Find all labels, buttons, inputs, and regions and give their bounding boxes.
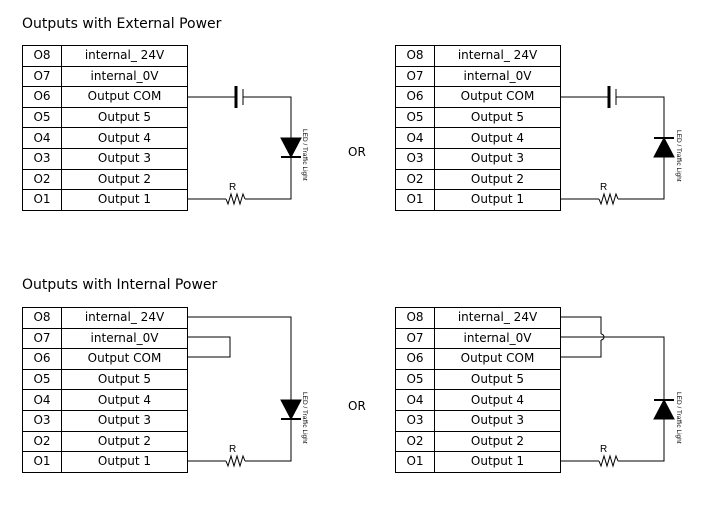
resistor-label: R bbox=[229, 182, 236, 193]
wire bbox=[618, 419, 665, 462]
led-label: LED / Traffic Light bbox=[675, 130, 682, 182]
pin-function: Output COM bbox=[434, 348, 561, 370]
pin-function: Output 2 bbox=[434, 168, 561, 191]
resistor-label: R bbox=[600, 444, 607, 455]
pin-function: Output 3 bbox=[434, 147, 561, 170]
pin-function: Output 3 bbox=[434, 409, 561, 432]
external-power-heading: Outputs with External Power bbox=[22, 16, 222, 32]
or-label-external: OR bbox=[348, 145, 366, 159]
led-label: LED / Traffic Light bbox=[301, 392, 308, 444]
pin-function: Output 1 bbox=[434, 189, 561, 211]
pin-function: internal_ 24V bbox=[61, 45, 188, 67]
pin-id: O1 bbox=[395, 189, 435, 211]
pin-function: Output 4 bbox=[434, 389, 561, 411]
pin-function: Output 4 bbox=[434, 127, 561, 149]
pin-function: Output 5 bbox=[61, 106, 188, 129]
wire bbox=[188, 316, 292, 400]
pin-function: Output 1 bbox=[61, 189, 188, 211]
pin-function: internal_0V bbox=[61, 327, 188, 350]
pin-function: Output 1 bbox=[61, 451, 188, 473]
pin-function: Output COM bbox=[61, 348, 188, 370]
pin-id: O7 bbox=[22, 327, 62, 350]
wire bbox=[560, 316, 602, 334]
resistor-label: R bbox=[600, 182, 607, 193]
led-diode-icon bbox=[280, 399, 302, 421]
led-diode-icon bbox=[653, 136, 675, 158]
led-label: LED / Traffic Light bbox=[301, 129, 308, 181]
wire bbox=[618, 157, 665, 200]
pin-id: O8 bbox=[395, 45, 435, 67]
pin-id: O5 bbox=[22, 368, 62, 391]
pin-function: internal_ 24V bbox=[434, 307, 561, 329]
wire bbox=[616, 96, 665, 138]
resistor-icon bbox=[598, 454, 619, 468]
wire bbox=[188, 336, 231, 358]
led-diode-icon bbox=[280, 137, 302, 159]
circuit-internal-b: R LED / Traffic Light bbox=[560, 316, 682, 468]
circuit-external-a: R LED / Traffic Light bbox=[188, 86, 308, 206]
resistor-label: R bbox=[229, 444, 236, 455]
led-label: LED / Traffic Light bbox=[675, 392, 682, 444]
wire bbox=[243, 96, 292, 138]
wire bbox=[560, 340, 602, 358]
wire bbox=[245, 419, 292, 462]
circuit-internal-a: R LED / Traffic Light bbox=[188, 316, 308, 468]
resistor-icon bbox=[225, 192, 246, 206]
pin-id: O1 bbox=[22, 189, 62, 211]
pin-function: Output COM bbox=[61, 86, 188, 108]
pin-id: O3 bbox=[22, 409, 62, 432]
or-label-internal: OR bbox=[348, 399, 366, 413]
pin-function: Output 1 bbox=[434, 451, 561, 473]
internal-power-heading: Outputs with Internal Power bbox=[22, 277, 218, 293]
pin-id: O3 bbox=[395, 409, 435, 432]
wire bbox=[560, 336, 665, 400]
circuit-external-b: R LED / Traffic Light bbox=[560, 86, 682, 206]
led-diode-icon bbox=[653, 398, 675, 420]
pin-function: Output 5 bbox=[434, 106, 561, 129]
resistor-icon bbox=[225, 454, 246, 468]
resistor-icon bbox=[598, 192, 619, 206]
pin-id: O1 bbox=[22, 451, 62, 473]
wire bbox=[245, 157, 292, 200]
